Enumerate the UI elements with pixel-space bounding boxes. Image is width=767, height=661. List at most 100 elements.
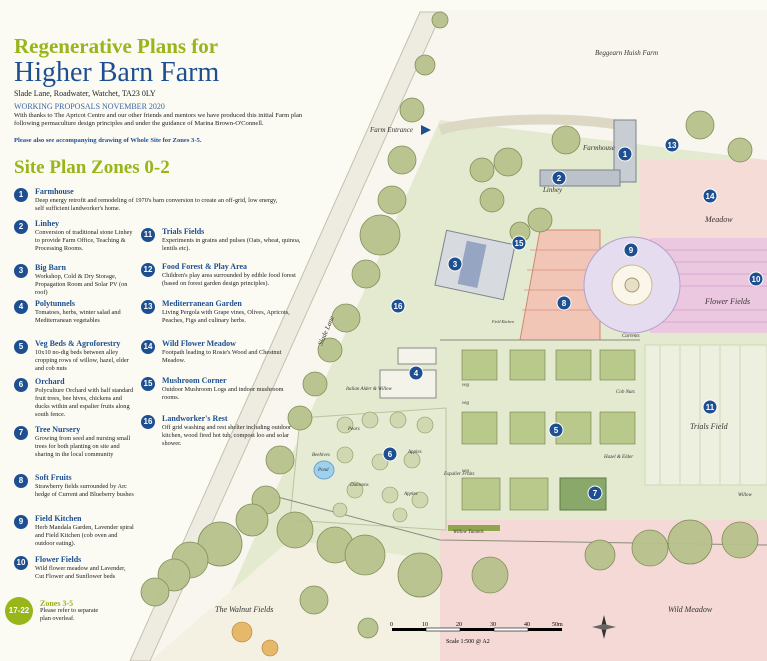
zone-title: Mediterranean Garden [162,299,242,308]
label-linhey: Linhey [542,186,563,194]
label-espalier: Espalier Fruits [443,472,474,477]
svg-text:3: 3 [453,260,458,269]
zone-description: Children's play area surrounded by edibl… [162,272,296,287]
zone-title: Flower Fields [35,555,82,564]
zone-description: Living Pergola with Grape vines, Olives,… [162,309,290,324]
label-trials-field: Trials Field [690,422,729,431]
scale-tick: 0 [390,622,393,628]
zone-description: Wild flower meadow and Lavender, Cut Flo… [35,565,126,580]
zone-number-badge: 4 [14,300,28,314]
pond [313,460,335,480]
label-meadow: Meadow [704,215,733,224]
label-willow-tunnels: Willow Tunnels [453,530,484,535]
marker-4[interactable]: 4 [408,365,424,381]
title-line-2: Higher Barn Farm [14,57,220,88]
marker-2[interactable]: 2 [551,170,567,186]
zone-number-badge: 13 [141,300,155,314]
label-damsons: Damsons [349,483,369,488]
marker-10[interactable]: 10 [748,271,764,287]
zone-title: Food Forest & Play Area [162,262,248,271]
zone-number-badge: 3 [14,264,28,278]
marker-11[interactable]: 11 [702,399,718,415]
zone-description: Growing from seed and nursing small tree… [35,435,131,458]
intro-text: With thanks to The Apricot Centre and ou… [14,112,303,127]
zone-number-badge: 5 [14,340,28,354]
label-apples: Apples [403,492,418,497]
polytunnel [379,369,437,399]
svg-text:14: 14 [706,192,715,201]
svg-text:10: 10 [752,275,761,284]
zones-17-22-description: Please refer to separate plan overleaf. [40,607,99,622]
marker-16[interactable]: 16 [390,298,406,314]
zone-description: Off grid washing and rest shelter includ… [162,424,292,447]
zone-number-badge: 15 [141,377,155,391]
marker-1[interactable]: 1 [617,146,633,162]
svg-text:11: 11 [706,403,715,412]
zone-title: Soft Fruits [35,473,72,482]
zones-17-22-badge: 17-22 [5,597,33,625]
zone-description: Polyculture Orchard with half standard f… [35,387,134,418]
zone-description: Strawberry fields surrounded by Arc hedg… [35,483,134,498]
scale-tick: 30 [490,622,496,628]
scale-bar: 0 10 20 30 40 50m Scale 1:500 @ A2 [390,622,563,645]
zone-description: Deep energy retrofit and remodeling of 1… [35,197,278,212]
zone-title: Polytunnels [35,299,76,308]
svg-text:6: 6 [388,450,393,459]
zone-number-badge: 16 [141,415,155,429]
zone-number-badge: 12 [141,263,155,277]
marker-9[interactable]: 9 [623,242,639,258]
label-currents: Currents [622,334,640,339]
marker-15[interactable]: 15 [511,235,527,251]
label-wild-meadow: Wild Meadow [668,605,713,614]
marker-8[interactable]: 8 [556,295,572,311]
scale-label: Scale 1:500 @ A2 [446,639,490,645]
legend-panel: Regenerative Plans for Higher Barn Farm … [0,0,302,661]
label-hazel-elder: Hazel & Elder [603,455,633,460]
marker-5[interactable]: 5 [548,422,564,438]
zone-title: Wild Flower Meadow [162,339,236,348]
zone-description: Herb Mandala Garden, Lavender spiral and… [35,524,134,547]
trees [140,11,759,639]
label-veg: veg [462,401,469,406]
zone-number-badge: 2 [14,220,28,234]
orchard-6 [289,407,447,531]
polytunnel [397,347,437,365]
north-arrow-icon [592,615,616,639]
marker-6[interactable]: 6 [382,446,398,462]
zone-number-badge: 10 [14,556,28,570]
zone-number-badge: 11 [141,228,155,242]
label-cob-nuts: Cob Nuts [616,390,635,395]
zone-title: Farmhouse [35,187,74,196]
label-italian-alder: Italian Alder & Willow [345,387,393,392]
scale-tick: 40 [524,622,530,628]
label-veg: veg [462,383,469,388]
zones-heading: Site Plan Zones 0-2 [14,157,170,178]
zones-note: Please also see accompanying drawing of … [14,137,202,144]
marker-13[interactable]: 13 [664,137,680,153]
zone-description: Outdoor Mushroom Logs and indoor mushroo… [162,386,284,401]
zone-title: Trials Fields [162,227,205,236]
svg-text:13: 13 [668,141,677,150]
marker-7[interactable]: 7 [587,485,603,501]
svg-text:4: 4 [414,369,419,378]
label-farmhouse: Farmhouse [582,144,615,152]
zone-title: Veg Beds & Agroforestry [35,339,121,348]
zone-number-badge: 1 [14,188,28,202]
zone-title: Linhey [35,219,60,228]
address: Slade Lane, Roadwater, Watchet, TA23 0LY [14,89,156,98]
marker-3[interactable]: 3 [447,256,463,272]
meadow-14 [640,160,767,240]
svg-text:7: 7 [593,489,598,498]
title-line-1: Regenerative Plans for [14,34,219,58]
svg-text:5: 5 [554,426,559,435]
label-pears: Pears [347,427,360,432]
zone-description: Tomatoes, herbs, winter salad and Medite… [35,309,121,324]
label-veg: veg [462,469,469,474]
label-beggearn: Beggearn Huish Farm [595,49,658,57]
zone-title: Landworker's Rest [162,414,228,423]
label-apples: Apples [407,450,422,455]
trials-field-11 [644,344,767,486]
marker-14[interactable]: 14 [702,188,718,204]
label-beehives: Beehives [312,453,330,458]
